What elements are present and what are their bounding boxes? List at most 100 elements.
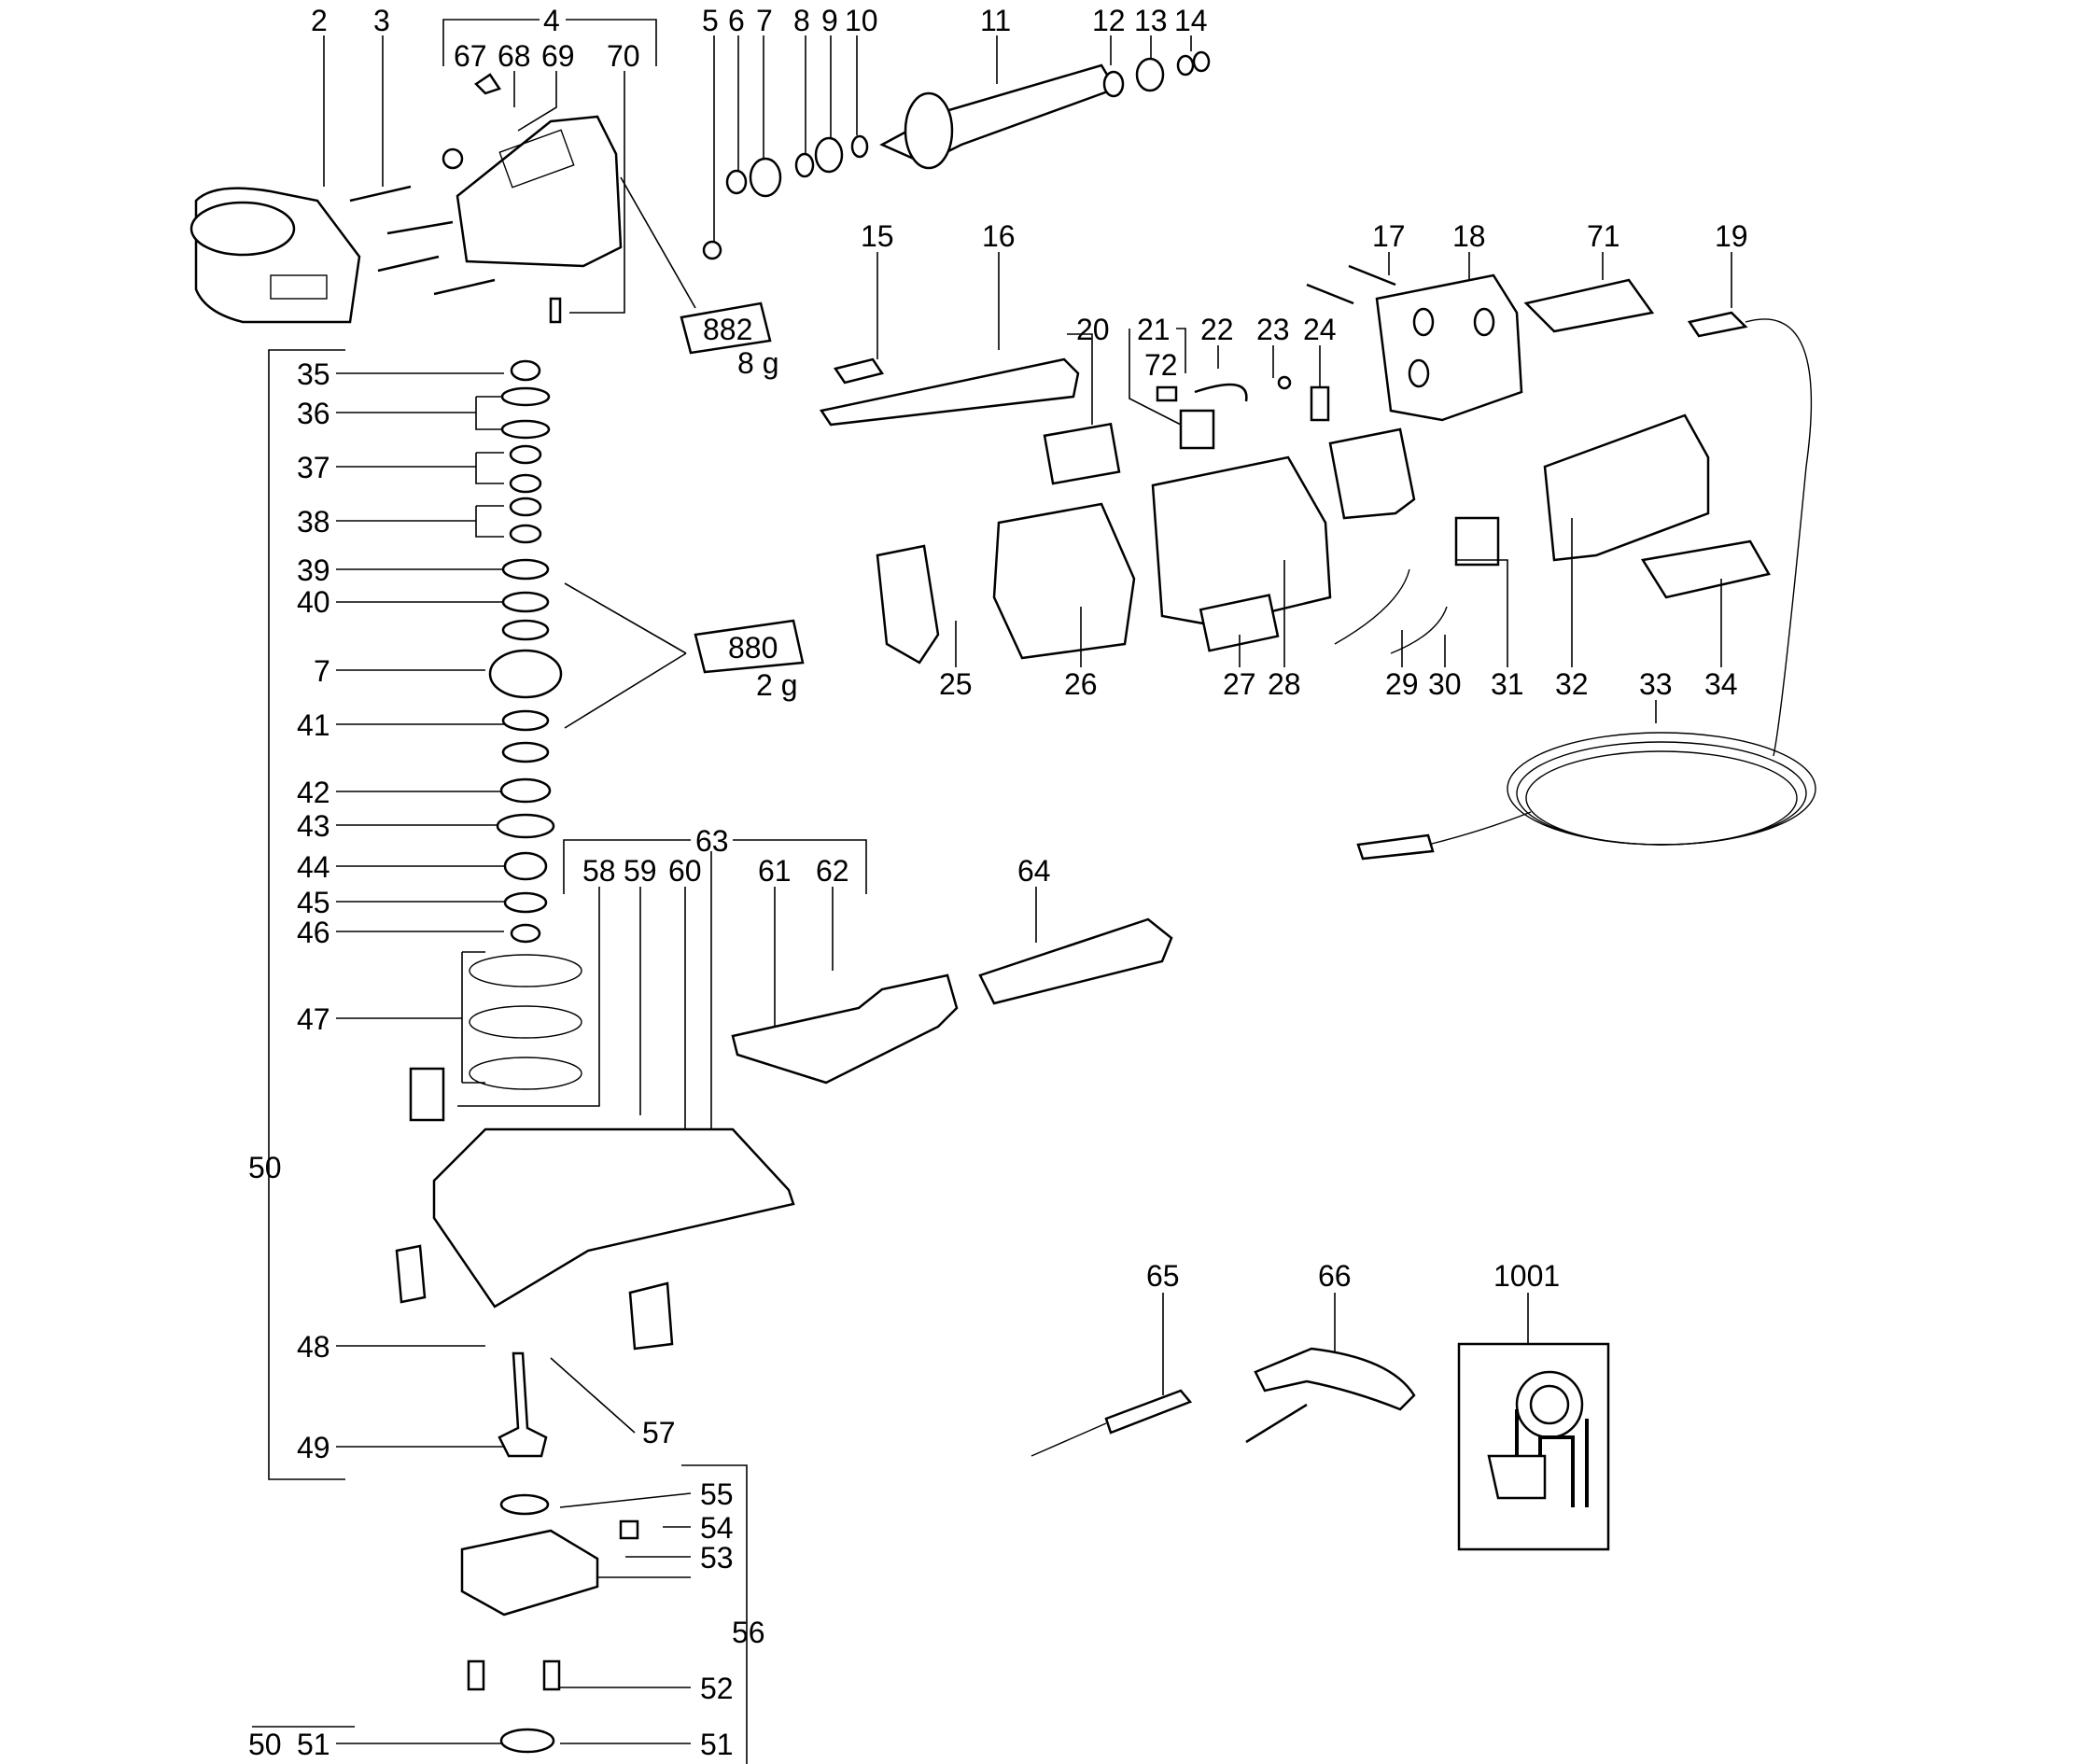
label-62: 62 — [816, 854, 849, 888]
part-3-screws — [349, 185, 496, 296]
leaders-15-16 — [876, 252, 1000, 359]
label-64: 64 — [1017, 854, 1051, 888]
label-51-left: 51 — [297, 1728, 330, 1761]
part-71-label — [1523, 278, 1655, 333]
armature-parts — [702, 50, 1211, 260]
label-70: 70 — [607, 39, 640, 73]
label-58: 58 — [582, 854, 616, 888]
label-72: 72 — [1144, 348, 1178, 382]
part-64-extraction-nozzle — [978, 917, 1173, 1005]
part-34-warning-label — [1640, 539, 1771, 599]
label-group-switch: 20 21 72 22 23 24 — [1076, 313, 1337, 382]
label-17: 17 — [1372, 219, 1406, 253]
part-4-cover — [442, 73, 623, 324]
label-66: 66 — [1318, 1259, 1352, 1293]
label-group-motor: 25 26 27 28 29 30 31 32 33 34 — [939, 667, 1738, 701]
part-65-screwdriver — [1030, 1389, 1193, 1457]
part-17-screws — [1306, 264, 1396, 305]
grease-amount-2g: 2 g — [756, 668, 797, 702]
label-36: 36 — [297, 397, 330, 430]
label-45: 45 — [297, 886, 330, 919]
part-25-baffle — [876, 544, 940, 665]
part-61-shoe — [731, 973, 959, 1085]
label-14: 14 — [1174, 4, 1208, 37]
label-30: 30 — [1428, 667, 1462, 701]
leaders-35-47 — [336, 372, 504, 1084]
label-2: 2 — [311, 4, 328, 37]
part-23-screw — [1277, 375, 1292, 390]
label-12: 12 — [1092, 4, 1126, 37]
label-42: 42 — [297, 776, 330, 809]
label-65: 65 — [1146, 1259, 1180, 1293]
part-66-hex-key — [1245, 1347, 1416, 1444]
label-54: 54 — [700, 1511, 734, 1545]
lower-parts — [460, 1351, 639, 1754]
label-38: 38 — [297, 505, 330, 539]
leaders-48-57 — [252, 1345, 748, 1764]
label-44: 44 — [297, 850, 330, 884]
label-16: 16 — [982, 219, 1016, 253]
part-16-slider — [819, 357, 1080, 427]
label-31: 31 — [1491, 667, 1524, 701]
label-23: 23 — [1256, 313, 1290, 346]
label-13: 13 — [1134, 4, 1168, 37]
part-28-motor-housing — [1151, 455, 1332, 627]
motor-parts — [876, 413, 1771, 665]
base-parts — [395, 917, 1173, 1351]
label-34: 34 — [1704, 667, 1738, 701]
part-2-handle — [189, 187, 361, 324]
part-27-nameplate — [1199, 594, 1280, 652]
label-15: 15 — [861, 219, 894, 253]
label-35: 35 — [297, 357, 330, 391]
grease-tube-880: 880 2 g — [564, 582, 805, 729]
part-29-30-wires — [1334, 568, 1448, 654]
leaders-25-34 — [955, 518, 1722, 723]
label-3: 3 — [373, 4, 390, 37]
grease-code-882: 882 — [703, 313, 752, 346]
label-37: 37 — [297, 451, 330, 484]
label-8: 8 — [793, 4, 810, 37]
label-19: 19 — [1715, 219, 1748, 253]
label-9: 9 — [821, 4, 838, 37]
label-11: 11 — [980, 4, 1011, 37]
label-group-top-left: 2 3 4 67 68 69 70 — [311, 4, 640, 73]
label-41: 41 — [297, 708, 330, 742]
label-40: 40 — [297, 585, 330, 619]
label-68: 68 — [498, 39, 531, 73]
label-28: 28 — [1268, 667, 1301, 701]
part-26-stator — [992, 502, 1136, 660]
label-7-top: 7 — [756, 4, 773, 37]
label-56: 56 — [732, 1616, 765, 1649]
label-51-right: 51 — [700, 1728, 734, 1761]
label-24: 24 — [1303, 313, 1337, 346]
label-group-lower: 48 57 49 55 54 53 56 52 50 51 51 — [248, 1330, 765, 1761]
bracket-63 — [563, 839, 867, 894]
label-47: 47 — [297, 1002, 330, 1036]
label-29: 29 — [1385, 667, 1419, 701]
label-10: 10 — [845, 4, 878, 37]
bracket-4 — [442, 19, 657, 66]
label-53: 53 — [700, 1541, 734, 1575]
leaders-17-19 — [1388, 252, 1732, 308]
part-22-wire — [1194, 383, 1248, 402]
leader-70 — [569, 71, 625, 314]
leaders-20-24 — [1067, 328, 1321, 426]
label-27: 27 — [1223, 667, 1256, 701]
part-72-brush — [1156, 385, 1178, 402]
part-60-base — [432, 1127, 795, 1309]
label-18: 18 — [1452, 219, 1486, 253]
leaders-58-64 — [457, 851, 1037, 1167]
label-1001: 1001 — [1493, 1259, 1560, 1293]
label-49: 49 — [297, 1431, 330, 1464]
grease-code-880: 880 — [728, 631, 778, 665]
label-50-bottom: 50 — [248, 1728, 282, 1761]
label-69: 69 — [541, 39, 575, 73]
label-46: 46 — [297, 916, 330, 949]
leaders-5-14 — [713, 35, 1192, 243]
label-59: 59 — [624, 854, 657, 888]
label-group-armature: 5 6 7 8 9 10 11 12 13 14 — [702, 4, 1208, 37]
left-column-parts — [409, 359, 582, 1122]
part-20-label — [1043, 422, 1121, 485]
part-21-brush-holder — [1179, 409, 1215, 450]
label-67: 67 — [454, 39, 487, 73]
